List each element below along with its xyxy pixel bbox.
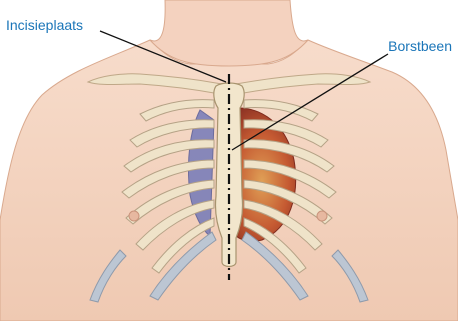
left-nipple [129,211,139,221]
sternum-label: Borstbeen [388,38,452,54]
incision-site-label: Incisieplaats [6,17,83,33]
neck [150,0,308,66]
right-nipple [317,211,327,221]
